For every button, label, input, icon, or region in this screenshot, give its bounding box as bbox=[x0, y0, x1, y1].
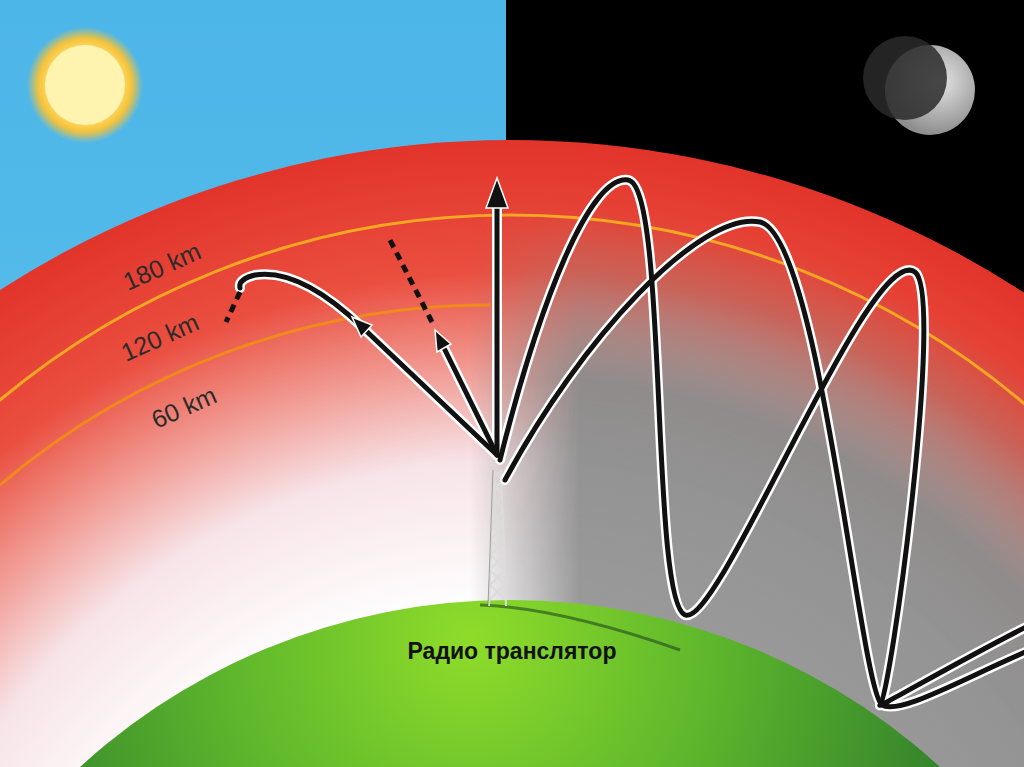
layer-line-120 bbox=[0, 305, 490, 485]
atmosphere bbox=[0, 140, 1024, 767]
wave-halo bbox=[240, 180, 1024, 707]
moon-shadow bbox=[863, 36, 947, 120]
sun-disc bbox=[45, 45, 125, 125]
night-atmosphere bbox=[0, 140, 1024, 767]
sun bbox=[27, 27, 143, 143]
tower-edge bbox=[488, 470, 493, 606]
arrowhead bbox=[352, 178, 508, 352]
radio-wave bbox=[240, 180, 1024, 707]
wave-dashed bbox=[226, 240, 432, 322]
transmitter-label: Радио транслятор bbox=[408, 638, 617, 665]
radio-tower bbox=[489, 470, 506, 606]
